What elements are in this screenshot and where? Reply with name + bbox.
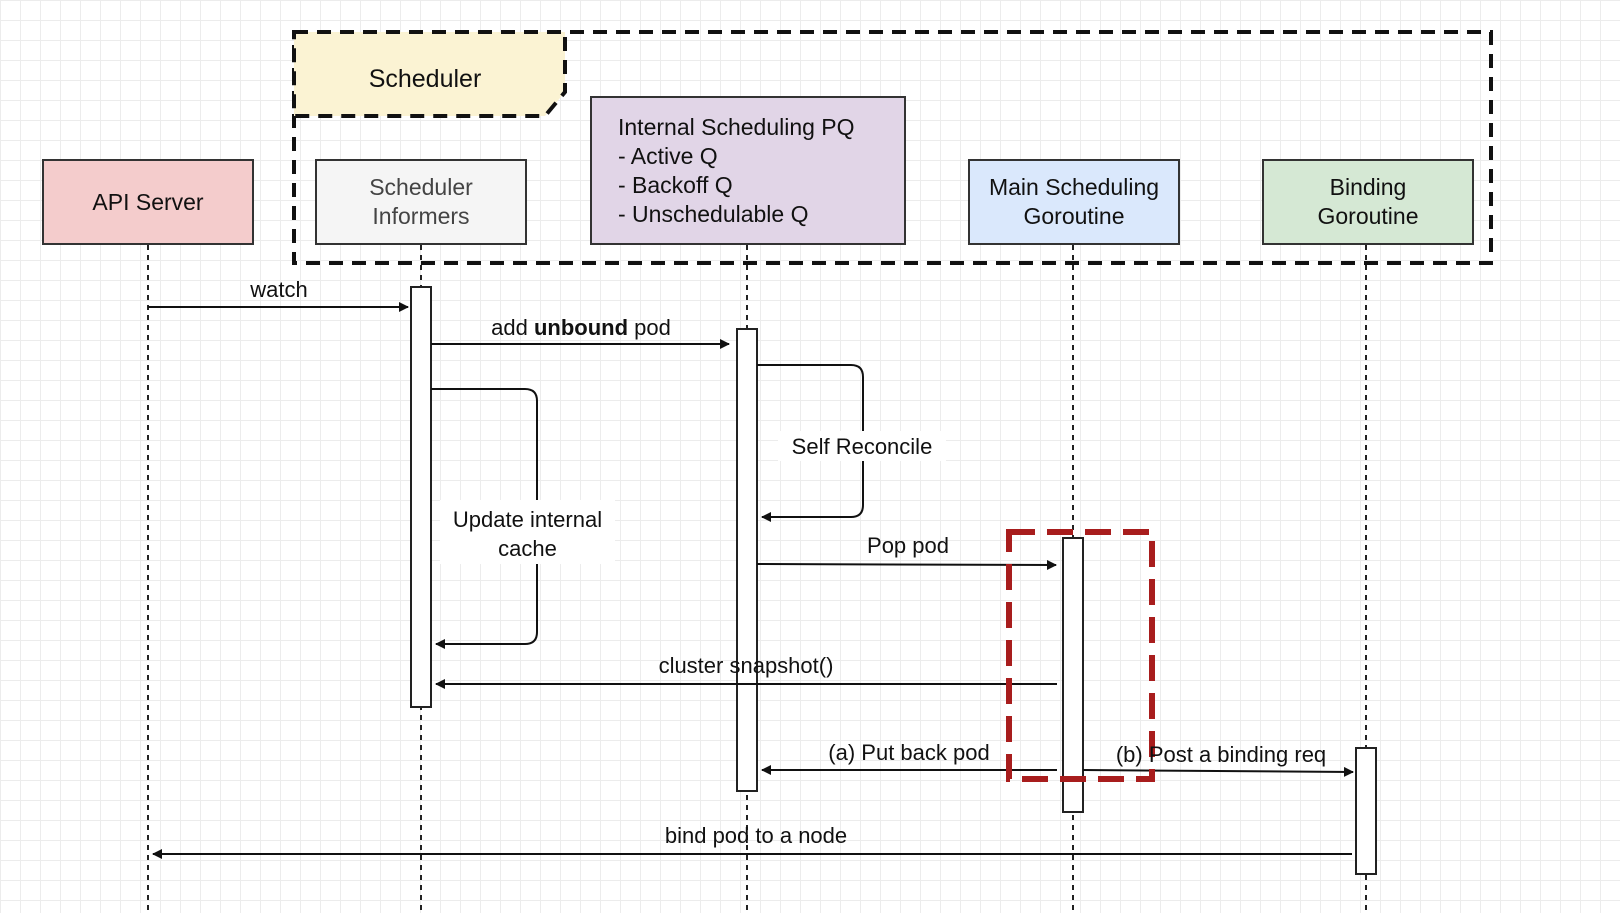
message-post-binding-arrow [1082, 766, 1354, 777]
participant-scheduler-informers: Scheduler Informers [315, 159, 527, 245]
add-pod-label-prefix: add [491, 315, 534, 340]
message-self-reconcile-label: Self Reconcile [791, 434, 933, 459]
activation-main [1062, 537, 1084, 813]
participant-binding: Binding Goroutine [1262, 159, 1474, 245]
participant-api-server: API Server [42, 159, 254, 245]
message-update-cache-label: Update internal cache [452, 507, 603, 561]
message-post-binding-label: (b) Post a binding req [1115, 742, 1327, 767]
message-watch-label: watch [250, 277, 308, 302]
scheduler-group-boundary [292, 30, 1493, 265]
participant-main-scheduling: Main Scheduling Goroutine [968, 159, 1180, 245]
message-pop-pod-label: Pop pod [867, 533, 949, 558]
self-reconcile-label-bg [778, 431, 946, 461]
message-cluster-snapshot-label: cluster snapshot() [658, 653, 834, 678]
activation-binding [1355, 747, 1377, 875]
scheduler-group-label-tab [292, 30, 567, 118]
participant-scheduling-pq: Internal Scheduling PQ - Active Q - Back… [590, 96, 906, 245]
update-cache-label-bg [440, 500, 615, 564]
add-pod-label-bold: unbound [533, 315, 629, 340]
add-pod-label-suffix: pod [628, 315, 671, 340]
message-bind-node-label: bind pod to a node [664, 823, 848, 848]
highlight-main-scheduling [1006, 529, 1155, 782]
message-add-pod-label: add unbound pod [458, 315, 704, 341]
scheduler-group-label: Scheduler [368, 65, 482, 93]
message-put-back-label: (a) Put back pod [828, 740, 990, 765]
activation-pq [736, 328, 758, 792]
activation-informers [410, 286, 432, 708]
